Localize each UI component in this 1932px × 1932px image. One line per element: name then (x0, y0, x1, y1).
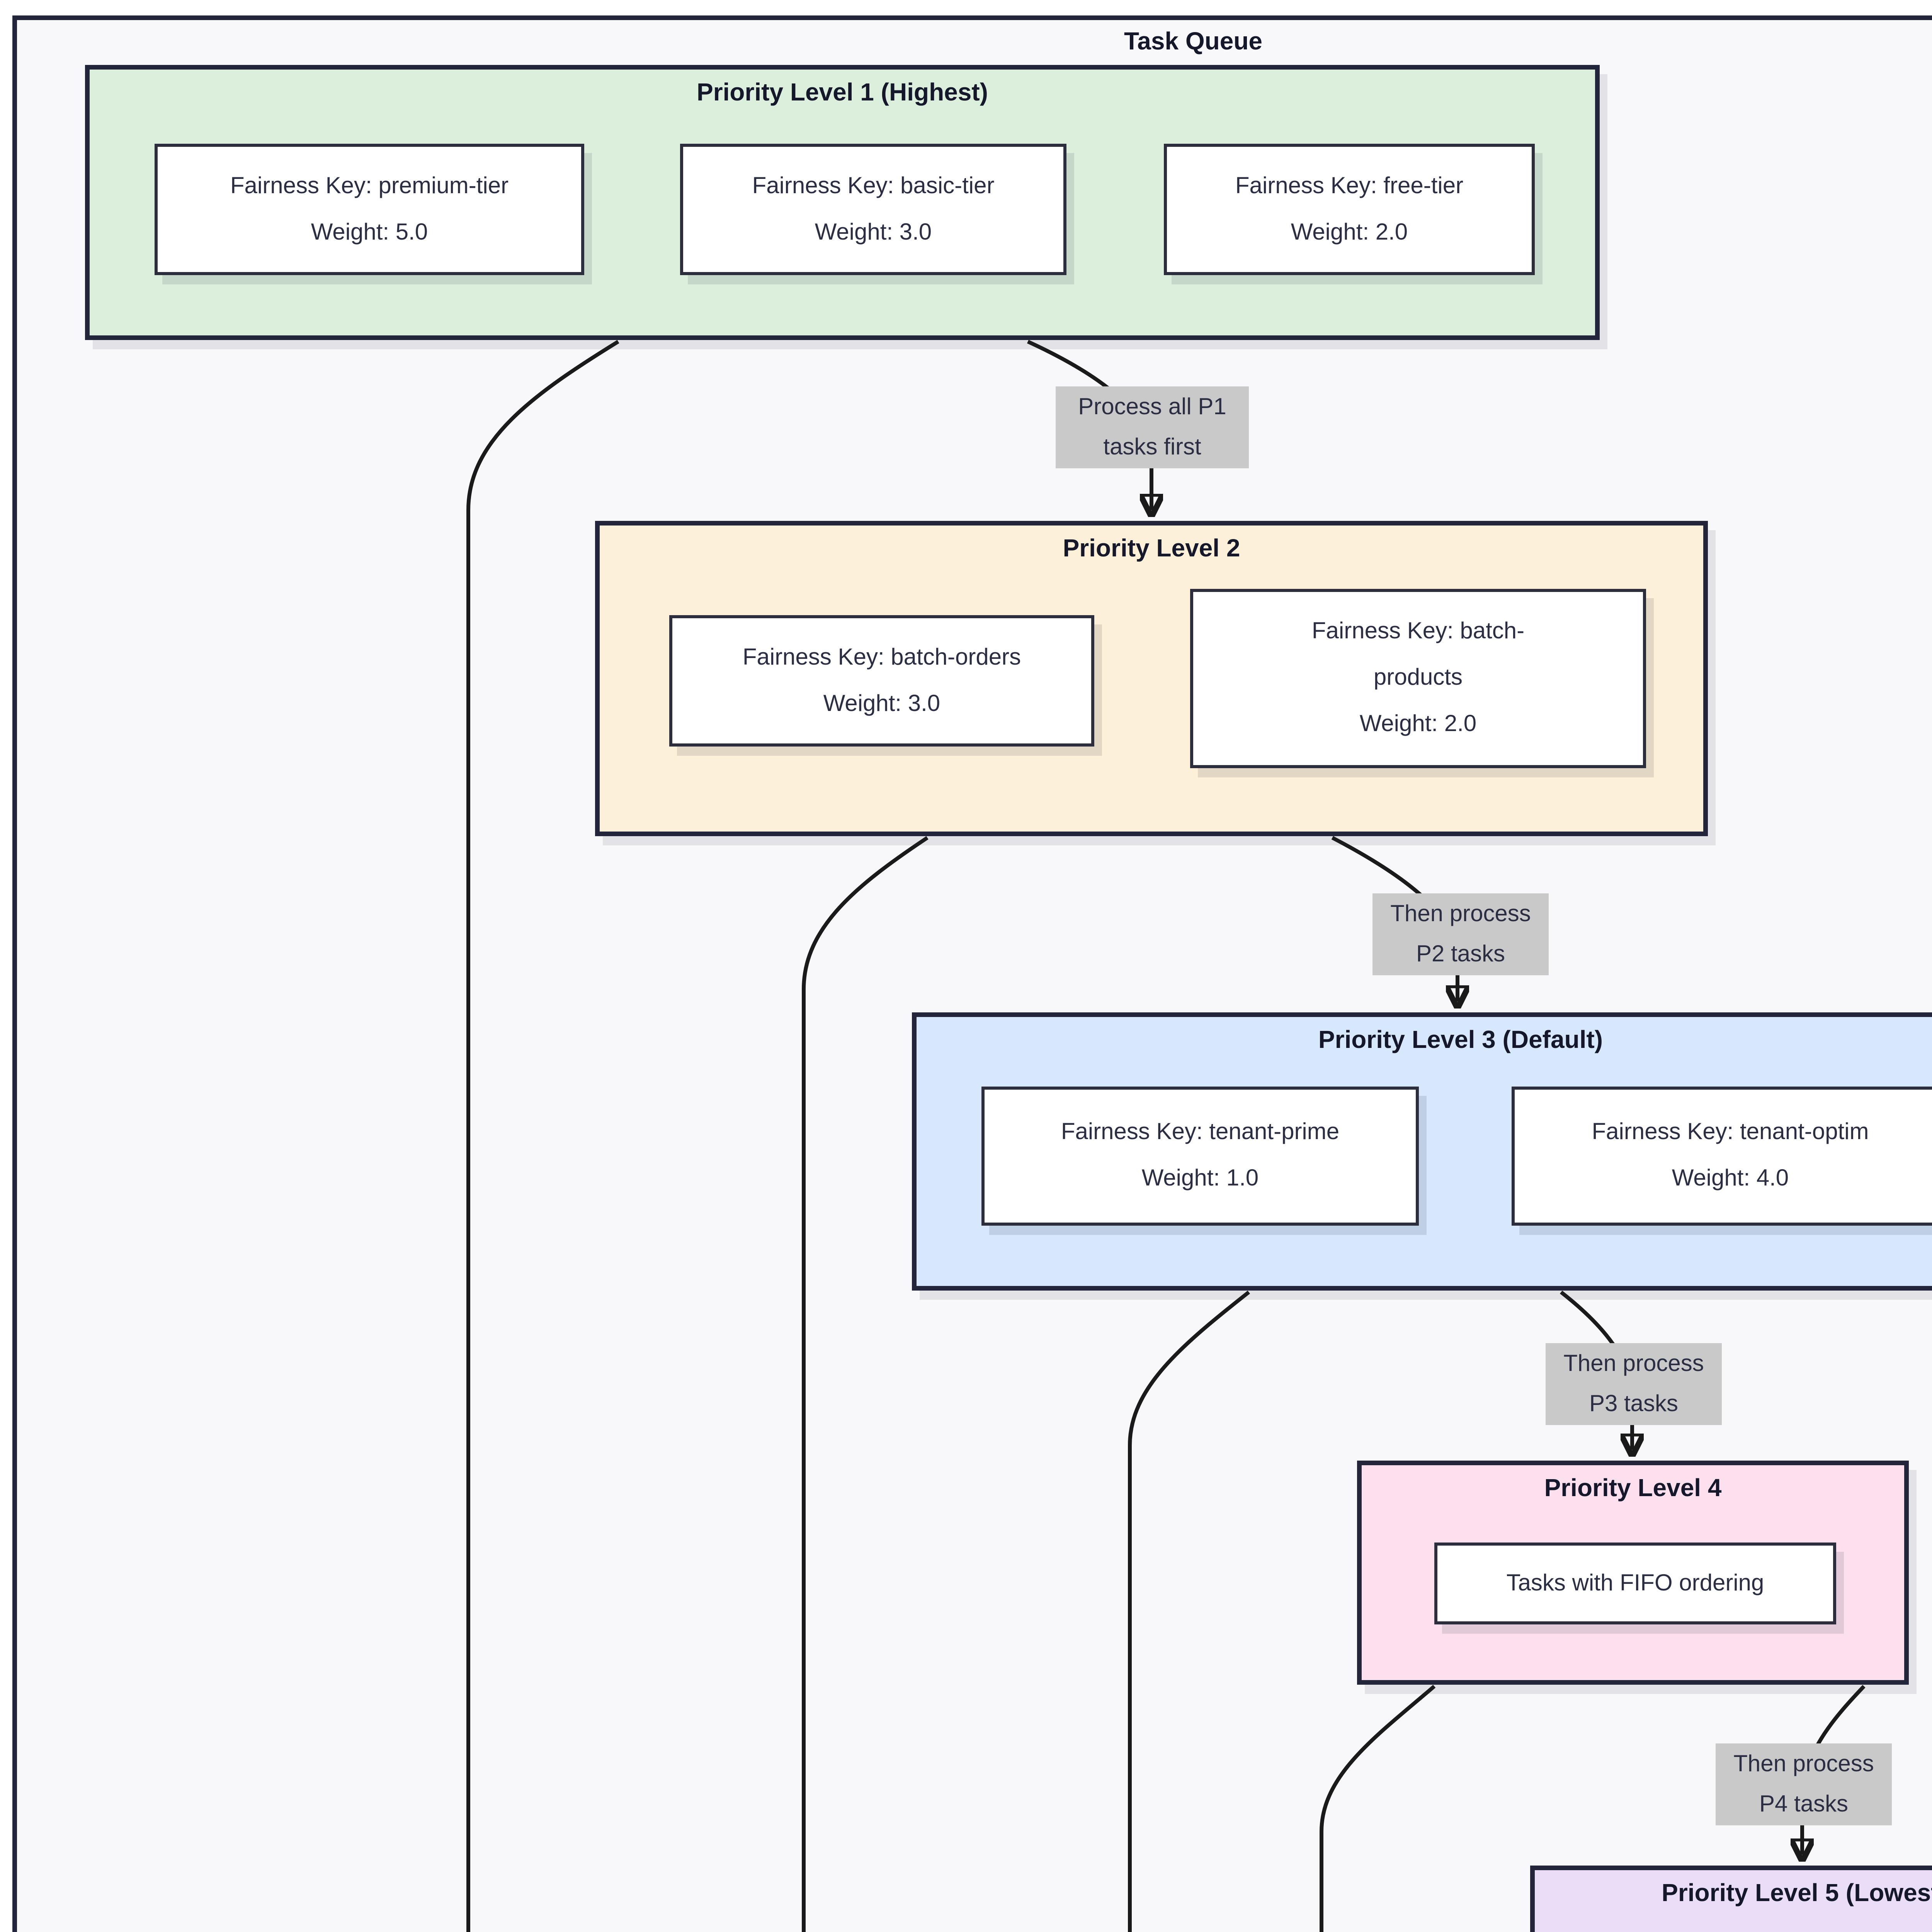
node-text-line: Fairness Key: basic-tier (752, 172, 995, 199)
node-tenant-optim: Fairness Key: tenant-optim Weight: 4.0 (1512, 1087, 1932, 1226)
subgraph-priority-2: Priority Level 2 Fairness Key: batch-ord… (595, 521, 1708, 836)
node-text-line: products (1373, 665, 1463, 691)
node-basic-tier: Fairness Key: basic-tier Weight: 3.0 (680, 144, 1066, 275)
node-text-line: Fairness Key: premium-tier (230, 172, 509, 199)
edge-label-line: Then process (1563, 1350, 1704, 1376)
node-text-line: Tasks with FIFO ordering (1506, 1570, 1764, 1596)
edge-p3-to-workers (1128, 1291, 1250, 1932)
edge-label-process-p1: Process all P1 tasks first (1056, 386, 1249, 468)
edge-label-process-p4: Then process P4 tasks (1716, 1743, 1892, 1825)
node-fifo-p4: Tasks with FIFO ordering (1434, 1543, 1836, 1624)
subgraph-priority-5-title: Priority Level 5 (Lowest) (1662, 1881, 1932, 1907)
edge-label-line: Then process (1733, 1750, 1874, 1777)
subgraph-priority-4: Priority Level 4 Tasks with FIFO orderin… (1357, 1461, 1909, 1685)
edge-label-line: tasks first (1103, 434, 1201, 460)
node-text-line: Fairness Key: batch- (1311, 618, 1525, 645)
subgraph-priority-1-title: Priority Level 1 (Highest) (697, 80, 988, 107)
node-text-line: Fairness Key: batch-orders (742, 644, 1021, 670)
node-premium-tier: Fairness Key: premium-tier Weight: 5.0 (155, 144, 584, 275)
edge-label-line: P4 tasks (1759, 1791, 1849, 1817)
edge-label-process-p3: Then process P3 tasks (1546, 1343, 1722, 1425)
node-text-line: Fairness Key: tenant-prime (1061, 1119, 1340, 1145)
subgraph-priority-1: Priority Level 1 (Highest) Fairness Key:… (85, 65, 1600, 340)
node-text-line: Weight: 3.0 (823, 690, 940, 716)
node-text-line: Weight: 2.0 (1291, 219, 1408, 245)
node-tenant-prime: Fairness Key: tenant-prime Weight: 1.0 (981, 1087, 1419, 1226)
edge-label-line: Process all P1 (1078, 393, 1226, 420)
edge-label-line: P3 tasks (1589, 1390, 1679, 1417)
node-text-line: Fairness Key: free-tier (1235, 172, 1464, 199)
subgraph-priority-5: Priority Level 5 (Lowest) Tasks with FIF… (1530, 1866, 1932, 1932)
node-text-line: Weight: 2.0 (1359, 711, 1477, 737)
subgraph-priority-3-title: Priority Level 3 (Default) (1318, 1028, 1603, 1054)
edge-label-line: P2 tasks (1416, 940, 1505, 967)
node-text-line: Weight: 1.0 (1141, 1165, 1259, 1192)
edge-p4-to-workers (1320, 1685, 1436, 1932)
edge-label-line: Then process (1390, 900, 1531, 927)
subgraph-priority-3: Priority Level 3 (Default) Fairness Key:… (912, 1012, 1932, 1291)
subgraph-priority-2-title: Priority Level 2 (1063, 536, 1240, 563)
node-free-tier: Fairness Key: free-tier Weight: 2.0 (1164, 144, 1535, 275)
node-batch-orders: Fairness Key: batch-orders Weight: 3.0 (669, 615, 1094, 747)
node-text-line: Weight: 3.0 (815, 219, 932, 245)
edge-p2-to-workers (802, 836, 929, 1932)
subgraph-priority-4-title: Priority Level 4 (1544, 1476, 1722, 1502)
node-batch-products: Fairness Key: batch- products Weight: 2.… (1190, 589, 1646, 768)
node-text-line: Weight: 4.0 (1672, 1165, 1789, 1192)
node-text-line: Fairness Key: tenant-optim (1592, 1119, 1869, 1145)
node-text-line: Weight: 5.0 (311, 219, 428, 245)
task-queue-title: Task Queue (1124, 29, 1262, 56)
edge-p1-to-workers (466, 340, 619, 1932)
edge-label-process-p2: Then process P2 tasks (1372, 893, 1549, 975)
